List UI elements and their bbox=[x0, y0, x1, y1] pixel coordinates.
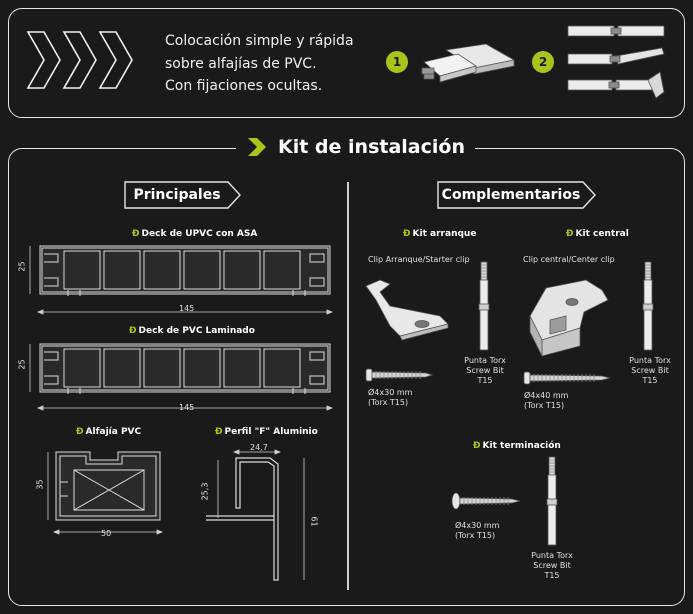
upvc-width-dim: 145 bbox=[179, 304, 195, 313]
torx-bit-arranque-icon bbox=[478, 261, 490, 351]
bullet-icon: Ð bbox=[566, 229, 574, 239]
kit-title: Kit de instalación bbox=[278, 136, 465, 158]
torx-bit-central-line-2: Screw Bit bbox=[631, 366, 669, 375]
alfajia-profile-drawing bbox=[47, 451, 164, 535]
screw-central-spec-1: Ø4x40 mm bbox=[524, 391, 569, 400]
column-divider bbox=[347, 182, 349, 590]
complementarios-label: Complementarios bbox=[441, 187, 581, 203]
perfil-top-dim: 24,7 bbox=[250, 443, 268, 452]
perfil-label-text: Perfil "F" Aluminio bbox=[224, 427, 318, 437]
principales-label: Principales bbox=[133, 187, 221, 203]
screw-arranque-icon bbox=[365, 368, 434, 382]
intro-text: Colocación simple y rápida sobre alfajía… bbox=[165, 30, 354, 98]
bullet-icon: Ð bbox=[132, 229, 140, 239]
kit-title-group: Kit de instalación bbox=[236, 132, 475, 162]
bullet-icon: Ð bbox=[129, 326, 137, 336]
torx-bit-terminacion-icon bbox=[546, 456, 558, 546]
principales-tag: Principales bbox=[124, 181, 242, 209]
torx-bit-arranque-line-1: Punta Torx bbox=[464, 356, 506, 365]
chevrons-icon bbox=[26, 31, 133, 89]
kit-arranque-label-text: Kit arranque bbox=[412, 229, 477, 239]
intro-line-3: Con fijaciones ocultas. bbox=[165, 78, 323, 94]
screw-terminacion-spec-2: (Torx T15) bbox=[455, 531, 496, 540]
torx-bit-terminacion-line-2: Screw Bit bbox=[533, 561, 571, 570]
laminado-width-dim: 145 bbox=[179, 403, 195, 412]
upvc-label-text: Deck de UPVC con ASA bbox=[141, 229, 258, 239]
perfil-side-dim: 25,3 bbox=[200, 482, 210, 501]
step-1-badge: 1 bbox=[386, 51, 408, 73]
accent-chevron-icon bbox=[248, 138, 266, 156]
perfil-total-dim: 61 bbox=[309, 516, 319, 527]
kit-terminacion-label-text: Kit terminación bbox=[482, 441, 561, 451]
intro-panel bbox=[8, 8, 685, 118]
torx-bit-central-line-3: T15 bbox=[642, 376, 658, 385]
bullet-icon: Ð bbox=[76, 427, 84, 437]
torx-bit-central-line-1: Punta Torx bbox=[629, 356, 671, 365]
kit-central-label-text: Kit central bbox=[575, 229, 629, 239]
starter-clip-illustration bbox=[365, 279, 449, 341]
center-clip-illustration bbox=[529, 279, 609, 357]
clip-arranque-label: Clip Arranque/Starter clip bbox=[368, 255, 470, 264]
torx-bit-central-label: Punta Torx Screw Bit T15 bbox=[620, 356, 680, 386]
screw-central-spec: Ø4x40 mm (Torx T15) bbox=[524, 391, 568, 411]
screw-arranque-spec-2: (Torx T15) bbox=[368, 398, 409, 407]
laminado-label-text: Deck de PVC Laminado bbox=[138, 326, 255, 336]
torx-bit-arranque-line-2: Screw Bit bbox=[466, 366, 504, 375]
torx-bit-terminacion-label: Punta Torx Screw Bit T15 bbox=[522, 551, 582, 581]
torx-bit-central-icon bbox=[642, 261, 654, 351]
screw-terminacion-icon bbox=[451, 492, 521, 510]
bullet-icon: Ð bbox=[215, 427, 223, 437]
step-1-board-illustration bbox=[421, 43, 516, 83]
step-2-badge: 2 bbox=[532, 51, 554, 73]
complementarios-tag: Complementarios bbox=[437, 181, 597, 209]
clip-central-label: Clip central/Center clip bbox=[523, 255, 615, 264]
perfil-f-drawing bbox=[206, 449, 305, 581]
alfajia-width-dim: 50 bbox=[101, 529, 112, 538]
torx-bit-terminacion-line-3: T15 bbox=[544, 571, 560, 580]
screw-central-icon bbox=[523, 371, 611, 385]
torx-bit-arranque-label: Punta Torx Screw Bit T15 bbox=[455, 356, 515, 386]
alfajia-height-dim: 35 bbox=[35, 479, 45, 490]
upvc-profile-drawing bbox=[29, 245, 334, 315]
upvc-height-dim: 25 bbox=[17, 261, 27, 272]
intro-line-1: Colocación simple y rápida bbox=[165, 33, 354, 49]
torx-bit-arranque-line-3: T15 bbox=[477, 376, 493, 385]
intro-line-2: sobre alfajías de PVC. bbox=[165, 55, 317, 72]
bullet-icon: Ð bbox=[403, 229, 411, 239]
step-2-board-illustration bbox=[567, 25, 665, 99]
screw-terminacion-spec: Ø4x30 mm (Torx T15) bbox=[455, 521, 499, 541]
bullet-icon: Ð bbox=[473, 441, 481, 451]
torx-bit-terminacion-line-1: Punta Torx bbox=[531, 551, 573, 560]
screw-arranque-spec-1: Ø4x30 mm bbox=[368, 388, 413, 397]
alfajia-label-text: Alfajía PVC bbox=[85, 427, 142, 437]
laminado-height-dim: 25 bbox=[17, 359, 27, 370]
laminado-profile-drawing bbox=[29, 343, 334, 411]
screw-terminacion-spec-1: Ø4x30 mm bbox=[455, 521, 500, 530]
screw-central-spec-2: (Torx T15) bbox=[524, 401, 565, 410]
screw-arranque-spec: Ø4x30 mm (Torx T15) bbox=[368, 388, 412, 408]
